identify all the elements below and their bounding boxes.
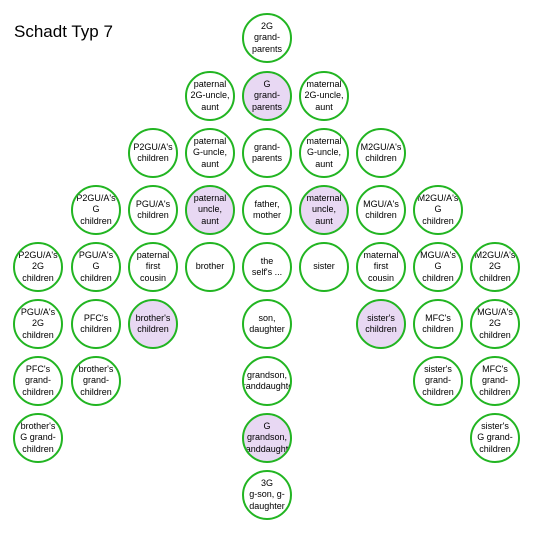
node-label: paternal G-uncle, aunt <box>192 135 227 169</box>
node-label: MGU/A's children <box>363 198 399 221</box>
node-mfc-children: MFC's children <box>413 299 463 349</box>
node-label: the self's ... <box>251 255 283 278</box>
node-m2gua-2g-children: M2GU/A's 2G children <box>470 242 520 292</box>
node-p2gua-g-children: P2GU/A's G children <box>71 185 121 235</box>
node-pgua-children: PGU/A's children <box>128 185 178 235</box>
node-m2gua-g-children: M2GU/A's G children <box>413 185 463 235</box>
node-label: paternal first cousin <box>136 249 170 283</box>
node-label: maternal G-uncle, aunt <box>306 135 342 169</box>
node-g-grandparents: G grand- parents <box>242 71 292 121</box>
node-label: MGU/A's 2G children <box>477 306 513 340</box>
node-label: P2GU/A's G children <box>76 192 116 226</box>
node-mgua-g-children: MGU/A's G children <box>413 242 463 292</box>
node-label: brother's children <box>135 312 171 335</box>
node-label: grand- parents <box>251 141 283 164</box>
node-label: M2GU/A's children <box>360 141 402 164</box>
node-label: PGU/A's 2G children <box>20 306 56 340</box>
node-sisters-g-grandchildren: sister's G grand- children <box>470 413 520 463</box>
node-maternal-2g-uncle-aunt: maternal 2G-uncle, aunt <box>299 71 349 121</box>
node-brothers-g-grandchildren: brother's G grand- children <box>13 413 63 463</box>
node-sisters-children: sister's children <box>356 299 406 349</box>
node-mgua-2g-children: MGU/A's 2G children <box>470 299 520 349</box>
node-label: PFC's grand- children <box>22 363 54 397</box>
node-label: son, daughter <box>249 312 285 335</box>
node-paternal-g-uncle-aunt: paternal G-uncle, aunt <box>185 128 235 178</box>
node-label: MGU/A's G children <box>420 249 456 283</box>
node-mfc-grandchildren: MFC's grand- children <box>470 356 520 406</box>
node-2g-grandparents: 2G grand- parents <box>242 13 292 63</box>
node-label: father, mother <box>252 198 281 221</box>
node-label: PGU/A's children <box>135 198 171 221</box>
node-pfc-grandchildren: PFC's grand- children <box>13 356 63 406</box>
node-label: maternal 2G-uncle, aunt <box>304 78 344 112</box>
node-g-grandson-granddaughter: G grandson, granddaughter <box>242 413 292 463</box>
node-p2gua-2g-children: P2GU/A's 2G children <box>13 242 63 292</box>
node-label: brother's grand- children <box>78 363 114 397</box>
node-pgua-2g-children: PGU/A's 2G children <box>13 299 63 349</box>
node-sisters-grandchildren: sister's grand- children <box>413 356 463 406</box>
node-label: G grandson, granddaughter <box>242 420 290 454</box>
node-grandson-granddaughter: grandson, granddaughter <box>242 356 292 406</box>
node-label: paternal 2G-uncle, aunt <box>190 78 230 112</box>
node-label: PFC's children <box>80 312 112 335</box>
node-the-selfs: the self's ... <box>242 242 292 292</box>
node-brothers-children: brother's children <box>128 299 178 349</box>
node-label: M2GU/A's 2G children <box>474 249 516 283</box>
node-label: paternal uncle, aunt <box>193 192 227 226</box>
node-pfc-children: PFC's children <box>71 299 121 349</box>
node-label: sister's children <box>365 312 397 335</box>
node-label: MFC's children <box>422 312 454 335</box>
node-maternal-g-uncle-aunt: maternal G-uncle, aunt <box>299 128 349 178</box>
node-label: 3G g-son, g- daughter <box>249 477 285 511</box>
node-sister: sister <box>299 242 349 292</box>
node-paternal-first-cousin: paternal first cousin <box>128 242 178 292</box>
node-son-daughter: son, daughter <box>242 299 292 349</box>
node-label: grandson, granddaughter <box>242 369 290 392</box>
node-label: sister's G grand- children <box>477 420 513 454</box>
node-label: maternal first cousin <box>363 249 399 283</box>
node-label: brother's G grand- children <box>20 420 56 454</box>
node-grandparents: grand- parents <box>242 128 292 178</box>
node-p2gua-children: P2GU/A's children <box>128 128 178 178</box>
node-maternal-uncle-aunt: maternal uncle, aunt <box>299 185 349 235</box>
node-label: P2GU/A's children <box>133 141 173 164</box>
node-3g-gson-gdaughter: 3G g-son, g- daughter <box>242 470 292 520</box>
node-paternal-uncle-aunt: paternal uncle, aunt <box>185 185 235 235</box>
node-mgua-children: MGU/A's children <box>356 185 406 235</box>
page-title: Schadt Typ 7 <box>14 22 113 41</box>
node-m2gua-children: M2GU/A's children <box>356 128 406 178</box>
node-brother: brother <box>185 242 235 292</box>
node-label: P2GU/A's 2G children <box>18 249 58 283</box>
node-maternal-first-cousin: maternal first cousin <box>356 242 406 292</box>
node-label: brother <box>195 261 225 272</box>
node-label: sister <box>313 261 335 272</box>
node-label: sister's grand- children <box>422 363 454 397</box>
node-label: M2GU/A's G children <box>417 192 459 226</box>
node-label: MFC's grand- children <box>479 363 511 397</box>
node-label: 2G grand- parents <box>251 20 283 54</box>
node-label: maternal uncle, aunt <box>306 192 342 226</box>
node-father-mother: father, mother <box>242 185 292 235</box>
node-paternal-2g-uncle-aunt: paternal 2G-uncle, aunt <box>185 71 235 121</box>
node-label: G grand- parents <box>251 78 283 112</box>
node-pgua-g-children: PGU/A's G children <box>71 242 121 292</box>
node-brothers-grandchildren: brother's grand- children <box>71 356 121 406</box>
node-label: PGU/A's G children <box>78 249 114 283</box>
